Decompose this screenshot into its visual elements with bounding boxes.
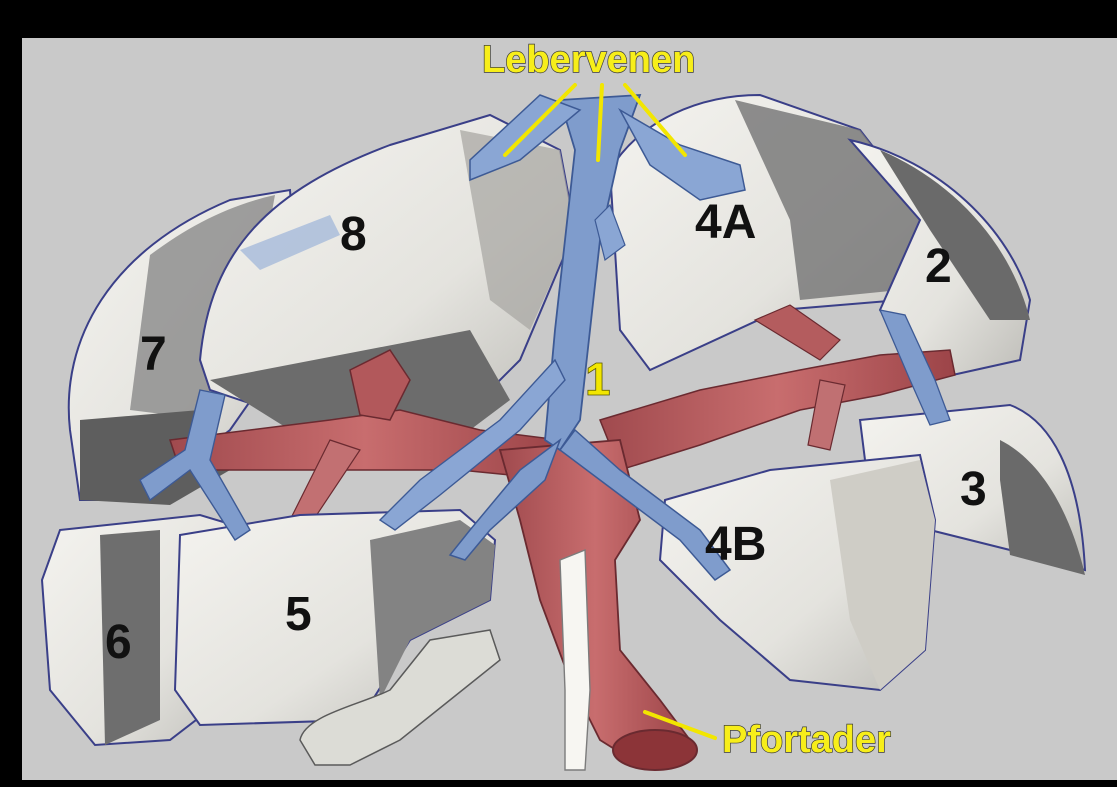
- label-segment-3: 3: [960, 463, 987, 516]
- label-segment-7: 7: [140, 328, 167, 381]
- bile-duct: [560, 550, 590, 770]
- label-segment-8: 8: [340, 208, 367, 261]
- label-portal-vein: Pfortader: [722, 719, 891, 761]
- label-segment-4a: 4A: [695, 196, 756, 249]
- label-hepatic-veins: Lebervenen: [482, 39, 695, 81]
- portal-vein-opening: [613, 730, 697, 770]
- label-segment-5: 5: [285, 588, 312, 641]
- label-segment-6: 6: [105, 616, 132, 669]
- label-segment-1: 1: [585, 353, 611, 405]
- label-segment-2: 2: [925, 240, 952, 293]
- label-segment-4b: 4B: [705, 518, 766, 571]
